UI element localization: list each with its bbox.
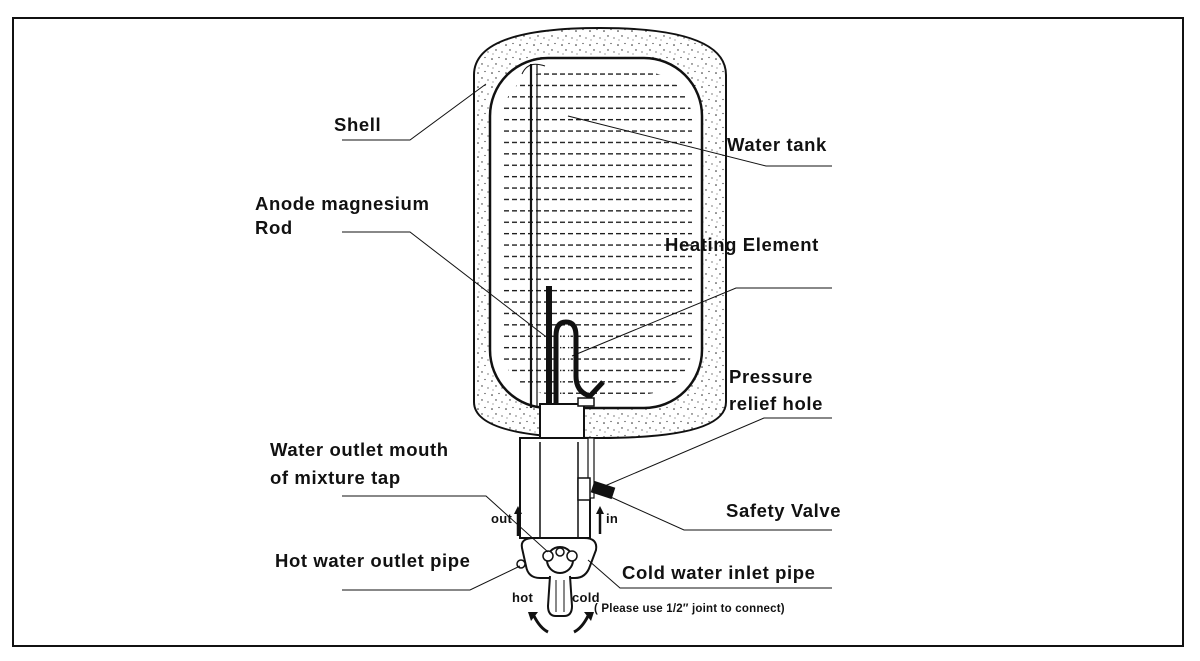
cold-label: cold <box>572 590 600 605</box>
outlet-mouth-label-line1: Water outlet mouth <box>270 439 449 460</box>
safety-valve <box>577 477 591 501</box>
heating-element-leader <box>571 287 832 357</box>
hot-pipe-label: Hot water outlet pipe <box>275 550 471 571</box>
cold-pipe-label: Cold water inlet pipe <box>622 562 816 583</box>
heating-element <box>553 319 605 406</box>
shell-label: Shell <box>334 114 381 135</box>
safety-valve-leader <box>603 493 832 531</box>
in-label: in <box>606 511 618 526</box>
anode-leader <box>342 231 546 337</box>
cold-pipe-leader <box>587 559 832 589</box>
hot-pipe-leader <box>342 565 521 591</box>
out-arrow-icon <box>514 506 522 536</box>
anode-label-line1: Anode magnesium <box>255 193 430 214</box>
hot-rotate-arrow-icon <box>528 612 549 634</box>
anode-label-line2: Rod <box>255 217 293 238</box>
cold-rotate-arrow-icon <box>573 612 594 634</box>
anode-rod <box>546 286 552 406</box>
safety-valve-label: Safety Valve <box>726 500 841 521</box>
water-tank-leader <box>567 115 832 167</box>
outlet-mouth-label-line2: of mixture tap <box>270 467 401 488</box>
pressure-label-line2: relief hole <box>729 393 823 414</box>
pressure-relief-leader <box>599 417 832 489</box>
heating-element-label: Heating Element <box>665 234 819 255</box>
mixture-tap <box>516 537 598 617</box>
pressure-label-line1: Pressure <box>729 366 813 387</box>
in-arrow-icon <box>596 506 604 534</box>
out-label: out <box>491 511 512 526</box>
outlet-mouth-leader <box>342 495 549 553</box>
diagram-frame <box>12 17 1184 647</box>
shell-leader <box>342 83 487 141</box>
hot-label: hot <box>512 590 533 605</box>
joint-note-label: ( Please use 1/2″ joint to connect) <box>594 603 785 615</box>
water-tank-label: Water tank <box>727 134 827 155</box>
